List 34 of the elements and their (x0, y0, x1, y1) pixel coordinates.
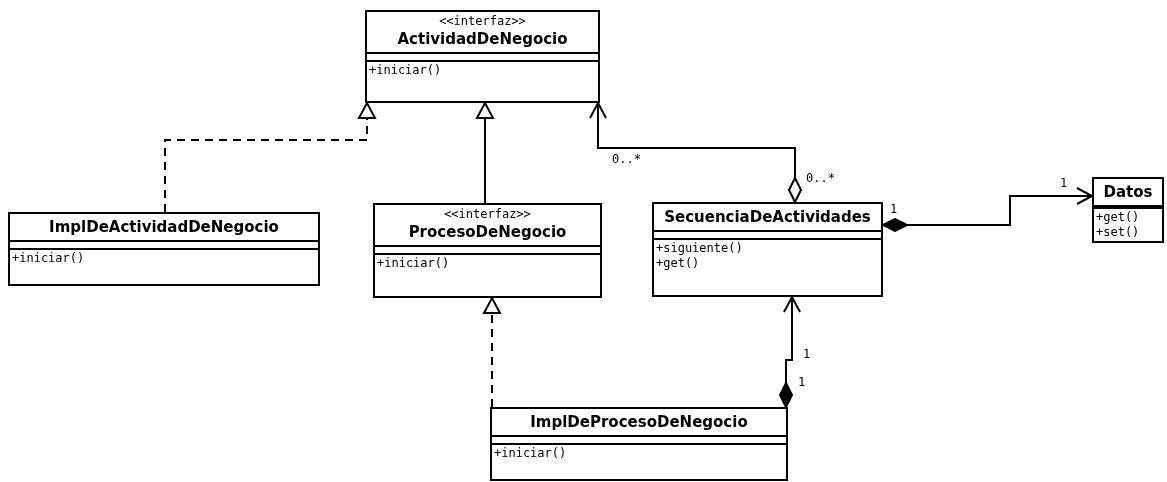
class-name: ActividadDeNegocio (397, 30, 568, 48)
multiplicity-label: 0..* (806, 172, 835, 185)
class-box (490, 407, 788, 481)
method-name: +siguiente() (656, 241, 743, 256)
class-name: ImplDeProcesoDeNegocio (530, 413, 748, 431)
class-box (652, 202, 883, 297)
method-name: +set() (1096, 225, 1140, 240)
method-name: +iniciar() (369, 63, 442, 78)
class-box (1092, 177, 1164, 243)
multiplicity-label: 1 (1060, 177, 1068, 190)
class-box (8, 212, 320, 286)
class-box (373, 203, 602, 298)
class-box (365, 10, 600, 103)
composition-arrow (779, 296, 801, 408)
class-name: Datos (1103, 183, 1153, 201)
method-name: +get() (656, 256, 700, 271)
aggregation-arrow (589, 102, 802, 203)
composition-arrow (882, 187, 1093, 232)
class-name: ImplDeActividadDeNegocio (49, 218, 279, 236)
stereotype-label: <<interfaz>> (439, 14, 526, 28)
method-name: +iniciar() (12, 251, 85, 266)
multiplicity-label: 1 (803, 348, 811, 361)
realization-arrow (483, 297, 501, 408)
stereotype-label: <<interfaz>> (444, 207, 531, 221)
multiplicity-label: 1 (798, 376, 806, 389)
realization-arrow (164, 102, 376, 213)
generalization-arrow (476, 102, 494, 204)
method-name: +iniciar() (494, 446, 567, 461)
class-name: SecuenciaDeActividades (664, 208, 871, 226)
method-name: +get() (1096, 210, 1140, 225)
class-name: ProcesoDeNegocio (408, 223, 567, 241)
multiplicity-label: 1 (890, 203, 898, 216)
method-name: +iniciar() (377, 256, 450, 271)
multiplicity-label: 0..* (612, 153, 641, 166)
